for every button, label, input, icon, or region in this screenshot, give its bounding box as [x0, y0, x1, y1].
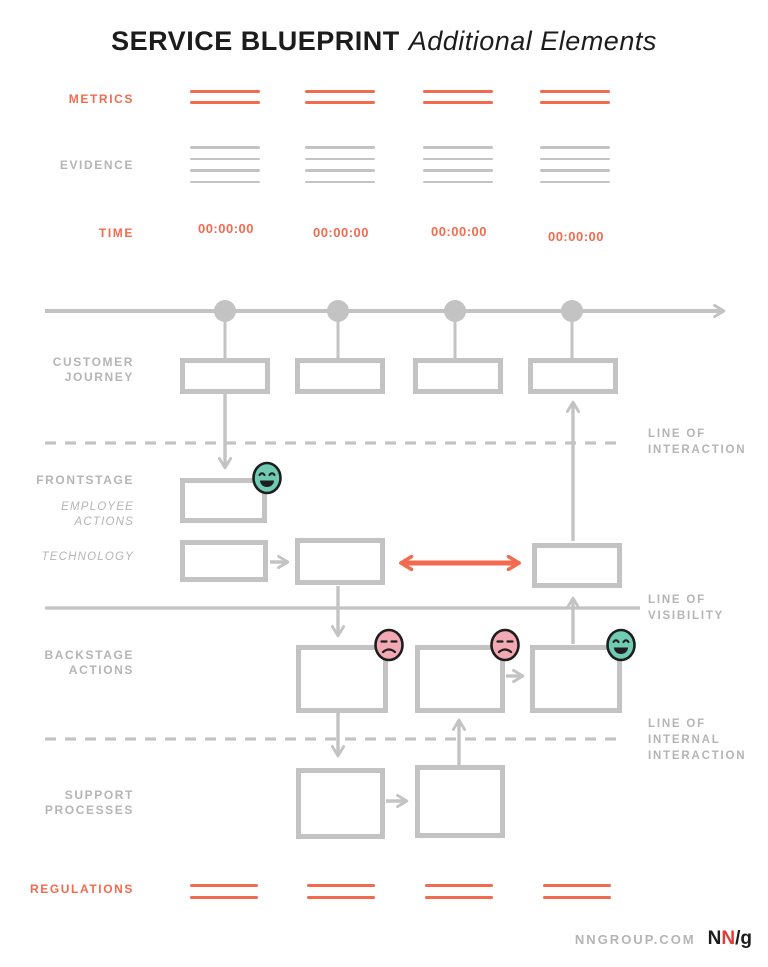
annoyed-face-icon: [490, 628, 520, 662]
happy-face-icon: [252, 461, 282, 495]
evidence-line: [305, 146, 375, 149]
label-metrics: METRICS: [68, 92, 134, 106]
evidence-line: [190, 180, 260, 184]
regulation-line: [425, 884, 493, 887]
regulation-line: [543, 884, 611, 887]
backstage-box-2: [415, 645, 505, 713]
label-evidence: EVIDENCE: [59, 158, 134, 172]
frontstage-box: [180, 478, 267, 523]
metrics-lines-4: [540, 90, 610, 104]
evidence-line: [540, 169, 610, 172]
timeline-dot-1: [214, 300, 236, 322]
metrics-lines-3: [423, 90, 493, 104]
regulation-line: [307, 896, 375, 899]
customer-journey-box-1: [180, 358, 270, 394]
label-backstage-actions: BACKSTAGE ACTIONS: [44, 648, 134, 677]
label-customer-journey: CUSTOMER JOURNEY: [52, 355, 134, 384]
evidence-line: [540, 157, 610, 161]
evidence-lines-3: [423, 146, 493, 184]
time-value-4: 00:00:00: [547, 229, 605, 244]
metric-line: [305, 101, 375, 104]
nng-logo: NN/g: [708, 928, 752, 950]
label-technology: TECHNOLOGY: [41, 551, 134, 563]
line-of-internal-interaction-label: LINE OF INTERNAL INTERACTION: [648, 718, 747, 762]
technology-box-3: [532, 543, 622, 588]
site-url: NNGROUP.COM: [574, 931, 696, 947]
timeline-dot-4: [561, 300, 583, 322]
metric-line: [423, 90, 493, 93]
backstage-box-3: [530, 645, 622, 713]
timeline-dot-2: [327, 300, 349, 322]
logo-slash-g: /g: [735, 928, 752, 949]
regulations-lines-4: [543, 884, 611, 899]
label-frontstage: FRONTSTAGE: [36, 473, 134, 487]
time-value-3: 00:00:00: [430, 224, 488, 239]
title-sub: Additional Elements: [408, 26, 657, 56]
footer: NNGROUP.COM NN/g: [575, 928, 752, 950]
page-title: SERVICE BLUEPRINT Additional Elements: [0, 26, 768, 57]
technology-box-2: [295, 538, 385, 585]
metrics-lines-1: [190, 90, 260, 104]
technology-box-1: [180, 540, 268, 582]
customer-journey-box-2: [295, 358, 385, 394]
evidence-line: [305, 157, 375, 161]
metric-line: [423, 101, 493, 104]
metrics-lines-2: [305, 90, 375, 104]
evidence-lines-2: [305, 146, 375, 184]
label-support-processes: SUPPORT PROCESSES: [44, 788, 134, 817]
customer-journey-box-4: [528, 358, 618, 394]
timeline-dot-3: [444, 300, 466, 322]
evidence-line: [305, 169, 375, 172]
time-value-2: 00:00:00: [312, 225, 370, 240]
customer-journey-box-3: [413, 358, 503, 394]
label-employee-actions: EMPLOYEE ACTIONS: [61, 501, 134, 528]
annoyed-face-icon: [374, 628, 404, 662]
evidence-lines-1: [190, 146, 260, 184]
support-box-2: [415, 765, 505, 838]
regulation-line: [190, 896, 258, 899]
evidence-line: [540, 180, 610, 184]
evidence-line: [190, 169, 260, 172]
evidence-lines-4: [540, 146, 610, 184]
evidence-line: [190, 146, 260, 149]
label-regulations: REGULATIONS: [29, 882, 134, 896]
backstage-box-1: [296, 645, 388, 713]
title-main: SERVICE BLUEPRINT: [111, 26, 400, 56]
metric-line: [190, 90, 260, 93]
evidence-line: [423, 180, 493, 184]
evidence-line: [423, 157, 493, 161]
regulations-lines-1: [190, 884, 258, 899]
evidence-line: [305, 180, 375, 184]
evidence-line: [423, 169, 493, 172]
regulation-line: [190, 884, 258, 887]
metric-line: [540, 90, 610, 93]
logo-n2: N: [721, 928, 736, 949]
evidence-line: [540, 146, 610, 149]
line-of-interaction-label: LINE OF INTERACTION: [648, 428, 747, 456]
evidence-line: [190, 157, 260, 161]
regulations-lines-2: [307, 884, 375, 899]
time-value-1: 00:00:00: [197, 221, 255, 236]
regulation-line: [307, 884, 375, 887]
support-box-1: [296, 768, 385, 839]
label-time: TIME: [98, 226, 134, 240]
logo-n1: N: [707, 928, 722, 949]
metric-line: [190, 101, 260, 104]
line-of-visibility-label: LINE OF VISIBILITY: [648, 594, 725, 622]
metric-line: [540, 101, 610, 104]
regulations-lines-3: [425, 884, 493, 899]
regulation-line: [543, 896, 611, 899]
happy-face-icon: [606, 628, 636, 662]
evidence-line: [423, 146, 493, 149]
metric-line: [305, 90, 375, 93]
regulation-line: [425, 896, 493, 899]
